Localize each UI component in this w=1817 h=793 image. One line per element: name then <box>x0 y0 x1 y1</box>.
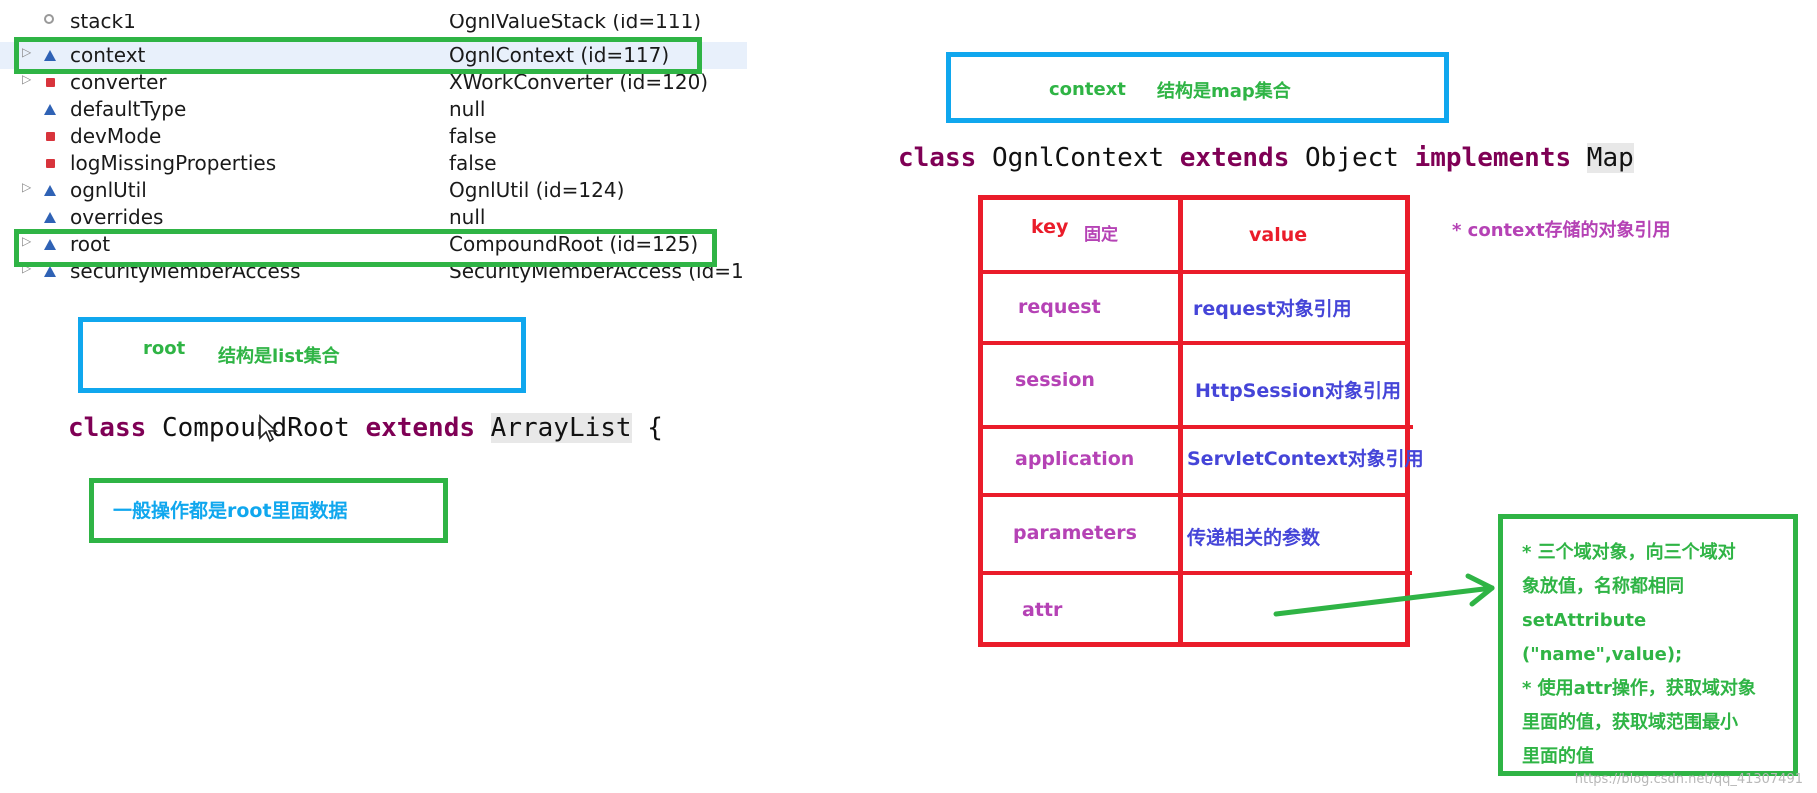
variable-value: CompoundRoot (id=125) <box>449 232 699 256</box>
context-structure-desc: 结构是map集合 <box>1157 81 1291 102</box>
variable-row-ognlutil[interactable]: ▷ ognlUtil OgnlUtil (id=124) <box>0 177 747 204</box>
table-row-divider <box>983 341 1408 345</box>
value-parameters: 传递相关的参数 <box>1187 527 1321 549</box>
variable-name: ognlUtil <box>70 178 147 202</box>
variable-row-defaulttype[interactable]: defaultType null <box>0 96 747 123</box>
class-name: CompoundRoot <box>161 413 350 443</box>
variable-row-logmissingproperties[interactable]: logMissingProperties false <box>0 150 747 177</box>
protected-field-icon <box>44 50 56 61</box>
implements-keyword: implements <box>1414 143 1572 173</box>
key-application: application <box>1015 448 1135 470</box>
note-line: ("name",value); <box>1522 644 1683 665</box>
variable-name: stack1 <box>70 14 136 33</box>
variable-row-root[interactable]: ▷ root CompoundRoot (id=125) <box>0 231 747 258</box>
arrow-icon <box>1273 573 1495 617</box>
key-attr: attr <box>1022 599 1063 621</box>
table-row-divider <box>980 425 1413 429</box>
variable-row-overrides[interactable]: overrides null <box>0 204 747 231</box>
value-request: request对象引用 <box>1193 298 1352 320</box>
expand-arrow-icon[interactable]: ▷ <box>22 234 32 248</box>
protected-field-icon <box>44 239 56 250</box>
private-field-icon <box>46 132 55 141</box>
root-operation-note: 一般操作都是root里面数据 <box>113 500 348 522</box>
variables-panel: stack1 OgnlValueStack (id=111) ▷ context… <box>0 14 747 286</box>
root-structure-box <box>78 317 526 393</box>
interface-name: Map <box>1586 143 1634 173</box>
variable-name: defaultType <box>70 97 187 121</box>
value-header: value <box>1249 224 1308 246</box>
private-field-icon <box>46 159 55 168</box>
key-parameters: parameters <box>1013 522 1137 544</box>
expand-arrow-icon[interactable]: ▷ <box>22 45 32 59</box>
variable-value: null <box>449 205 486 229</box>
expand-arrow-icon[interactable]: ▷ <box>22 180 32 194</box>
attr-explanation-box <box>1498 514 1798 776</box>
note-line: 里面的值 <box>1522 746 1594 767</box>
compoundroot-class-declaration: class CompoundRoot extends ArrayList { <box>68 413 663 443</box>
root-row-highlight <box>14 229 717 267</box>
table-row-divider <box>980 270 1408 274</box>
extends-keyword: extends <box>1179 143 1290 173</box>
variable-name: root <box>70 232 111 256</box>
variable-value: OgnlUtil (id=124) <box>449 178 625 202</box>
variable-name: logMissingProperties <box>70 151 277 175</box>
context-structure-box <box>946 52 1449 123</box>
variable-name: overrides <box>70 205 164 229</box>
variable-value: false <box>449 124 497 148</box>
table-column-divider <box>1178 197 1183 645</box>
note-line: * 使用attr操作，获取域对象 <box>1522 678 1756 699</box>
protected-field-icon <box>44 266 56 277</box>
variable-name: context <box>70 43 146 67</box>
variable-value: OgnlContext (id=117) <box>449 43 670 67</box>
note-line: * 三个域对象，向三个域对 <box>1522 542 1736 563</box>
expand-arrow-icon[interactable]: ▷ <box>22 72 32 86</box>
extends-keyword: extends <box>365 413 476 443</box>
private-field-icon <box>46 78 55 87</box>
variable-name: converter <box>70 70 167 94</box>
variable-value: false <box>449 151 497 175</box>
variable-value: XWorkConverter (id=120) <box>449 70 709 94</box>
protected-field-icon <box>44 104 56 115</box>
class-keyword: class <box>68 413 147 443</box>
context-storage-note: * context存储的对象引用 <box>1452 220 1671 241</box>
class-name: OgnlContext <box>991 143 1165 173</box>
variable-row-devmode[interactable]: devMode false <box>0 123 747 150</box>
key-session: session <box>1015 369 1095 391</box>
root-structure-desc: 结构是list集合 <box>218 346 340 367</box>
key-request: request <box>1018 296 1101 318</box>
root-operation-note-box <box>89 478 448 543</box>
variable-value: OgnlValueStack (id=111) <box>449 14 702 33</box>
parent-class-name: Object <box>1305 143 1399 173</box>
value-application: ServletContext对象引用 <box>1187 448 1424 470</box>
context-map-table <box>978 195 1410 647</box>
parent-class-name: ArrayList <box>490 413 632 443</box>
open-brace: { <box>647 413 663 443</box>
expand-arrow-icon[interactable]: ▷ <box>22 261 32 275</box>
protected-field-icon <box>44 185 56 196</box>
protected-field-icon <box>44 212 56 223</box>
variable-name: devMode <box>70 124 162 148</box>
note-line: setAttribute <box>1522 610 1647 631</box>
value-session: HttpSession对象引用 <box>1195 380 1401 402</box>
context-label: context <box>1049 79 1126 100</box>
table-row-divider <box>980 493 1410 497</box>
class-keyword: class <box>898 143 977 173</box>
field-circle-icon <box>44 14 54 24</box>
root-label: root <box>143 338 186 359</box>
watermark: https://blog.csdn.net/qq_41307491 <box>1574 772 1803 787</box>
ognlcontext-class-declaration: class OgnlContext extends Object impleme… <box>898 143 1634 173</box>
note-line: 里面的值，获取域范围最小 <box>1522 712 1738 733</box>
key-header: key <box>1031 216 1069 238</box>
table-row-divider <box>980 571 1412 575</box>
key-fixed-note: 固定 <box>1084 225 1118 245</box>
attr-explanation-text: * 三个域对象，向三个域对 象放值，名称都相同 setAttribute ("n… <box>1522 536 1782 774</box>
variable-value: null <box>449 97 486 121</box>
context-row-highlight <box>14 37 702 74</box>
mouse-cursor-icon <box>259 414 278 443</box>
variable-row-context[interactable]: ▷ context OgnlContext (id=117) <box>0 42 747 69</box>
note-line: 象放值，名称都相同 <box>1522 576 1684 597</box>
variable-row-converter[interactable]: ▷ converter XWorkConverter (id=120) <box>0 69 747 96</box>
variable-row-stack1[interactable]: stack1 OgnlValueStack (id=111) <box>0 14 747 35</box>
